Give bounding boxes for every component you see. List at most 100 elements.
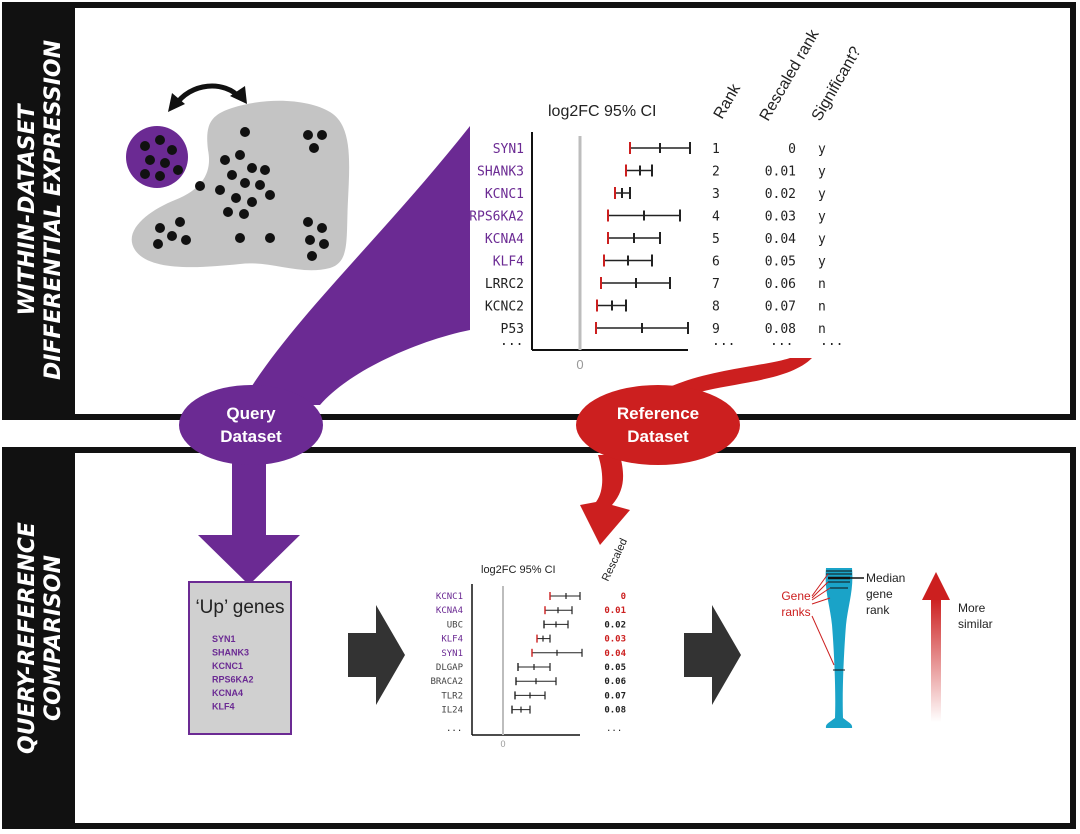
top-rank-value: 5 [712,232,720,247]
top-rescaled-value: 0.03 [765,210,796,225]
top-significant-value: y [818,165,826,180]
top-rescaled-value: 0.06 [765,277,796,292]
bottom-ci-title: log2FC 95% CI [481,564,556,576]
up-gene-item: SHANK3 [212,648,249,658]
up-genes-frame [188,581,292,735]
up-genes-title: ‘Up’ genes [195,597,284,618]
median-label-1: Median [866,571,905,585]
more-similar-label-1: More [958,601,986,615]
bottom-rescaled-value: 0.01 [604,606,626,616]
bottom-gene-label: KCNC1 [436,592,463,602]
arrowhead-left-icon [168,93,185,112]
top-rescaled-value: 0.05 [765,255,796,270]
top-rank-value: 2 [712,165,720,180]
top-gene-label: SYN1 [493,142,524,157]
query-label-1: Query [226,404,276,423]
top-zero-label: 0 [576,357,583,372]
reference-label-1: Reference [617,404,699,423]
bottom-gene-label: SYN1 [441,649,463,659]
top-panel-title-1: WITHIN-DATASET [15,103,40,316]
up-gene-item: SYN1 [212,634,236,644]
top-gene-label: KCNC1 [485,187,524,202]
bottom-gene-label: IL24 [441,706,463,716]
top-gene-label: SHANK3 [477,165,524,180]
bottom-rescaled-value: 0.05 [604,663,626,673]
bottom-gene-label: KCNA4 [436,606,463,616]
median-label-2: gene [866,587,893,601]
up-gene-item: KLF4 [212,702,235,712]
tissue-blob [131,100,350,271]
top-gene-label: KLF4 [493,255,524,270]
top-ci-title: log2FC 95% CI [548,103,657,120]
top-significant-value: y [818,142,826,157]
top-gene-label: LRRC2 [485,277,524,292]
top-rescaled-value: 0.01 [765,165,796,180]
top-significant-value: n [818,300,826,315]
top-rescaled-value: 0.02 [765,187,796,202]
up-gene-item: RPS6KA2 [212,675,254,685]
top-panel-title-2: DIFFERENTIAL EXPRESSION [41,40,66,380]
bottom-rescaled-value: 0 [621,592,626,602]
reference-down-arrow-icon [580,455,630,545]
bottom-zero-label: 0 [500,739,505,749]
top-significant-value: y [818,187,826,202]
arrowhead-right-icon [230,86,247,104]
reference-label-2: Dataset [627,427,689,446]
top-rank-value: 8 [712,300,720,315]
more-similar-arrow-shaft [931,598,941,722]
top-rank-value: 9 [712,322,720,337]
query-dataset-ellipse [179,385,323,465]
bottom-gene-label: KLF4 [441,635,463,645]
top-rescaled-value: 0.08 [765,322,796,337]
gene-rank-pointer-1 [811,573,829,597]
median-label-3: rank [866,603,890,617]
top-panel-sidebar [5,5,75,417]
bottom-panel-sidebar [5,450,75,826]
bottom-panel-title-1: QUERY-REFERENCE [15,522,40,754]
top-gene-label: P53 [501,322,524,337]
bottom-panel-title-2: COMPARISON [41,555,66,721]
query-label-2: Dataset [220,427,282,446]
gene-rank-pointer-3 [811,587,831,601]
top-gene-label: KCNA4 [485,232,524,247]
bottom-rescaled-value: 0.03 [604,635,626,645]
gene-ranks-label-2: ranks [781,605,810,619]
top-significant-value: y [818,210,826,225]
bottom-rescaled-value: 0.02 [604,620,626,630]
gene-rank-pointer-2 [811,581,829,599]
cell-dots [140,127,329,261]
up-gene-item: KCNC1 [212,661,243,671]
bottom-gene-label: TLR2 [441,691,463,701]
top-rank-value: 1 [712,142,720,157]
top-sig-ellipsis: ... [820,334,843,349]
top-rank-value: 6 [712,255,720,270]
up-genes-box: ‘Up’ genes SYN1SHANK3KCNC1RPS6KA2KCNA4KL… [188,581,292,735]
top-rescaled-ellipsis: ... [770,334,793,349]
bottom-panel [2,447,1076,829]
reference-dataset-ellipse [576,385,740,465]
top-gene-label: KCNC2 [485,300,524,315]
bottom-rescaled-value: 0.08 [604,706,626,716]
gene-rank-pointer-5 [811,615,835,666]
bottom-gene-label: UBC [447,620,463,630]
gene-rank-pointer-4 [811,597,831,605]
top-gene-label: RPS6KA2 [469,210,524,225]
step-arrow-1-icon [348,605,405,705]
query-down-arrow-icon [198,460,300,585]
bottom-rescaled-value: 0.07 [604,691,626,701]
top-rescaled-value: 0.07 [765,300,796,315]
step-arrow-2-icon [684,605,741,705]
more-similar-arrow-head-icon [922,572,950,600]
query-flow-band [240,126,470,405]
gene-ranks-label-1: Gene [781,589,811,603]
bottom-gene-label: BRACA2 [430,677,463,687]
bottom-rescaled-value: 0.04 [604,649,626,659]
top-rank-value: 7 [712,277,720,292]
more-similar-label-2: similar [958,617,993,631]
cell-cluster-illustration [126,83,350,271]
bottom-rescaled-ellipsis: ... [606,724,622,734]
bottom-gene-ellipsis: ... [446,724,462,734]
top-significant-value: y [818,255,826,270]
bottom-rescaled-value: 0.06 [604,677,626,687]
